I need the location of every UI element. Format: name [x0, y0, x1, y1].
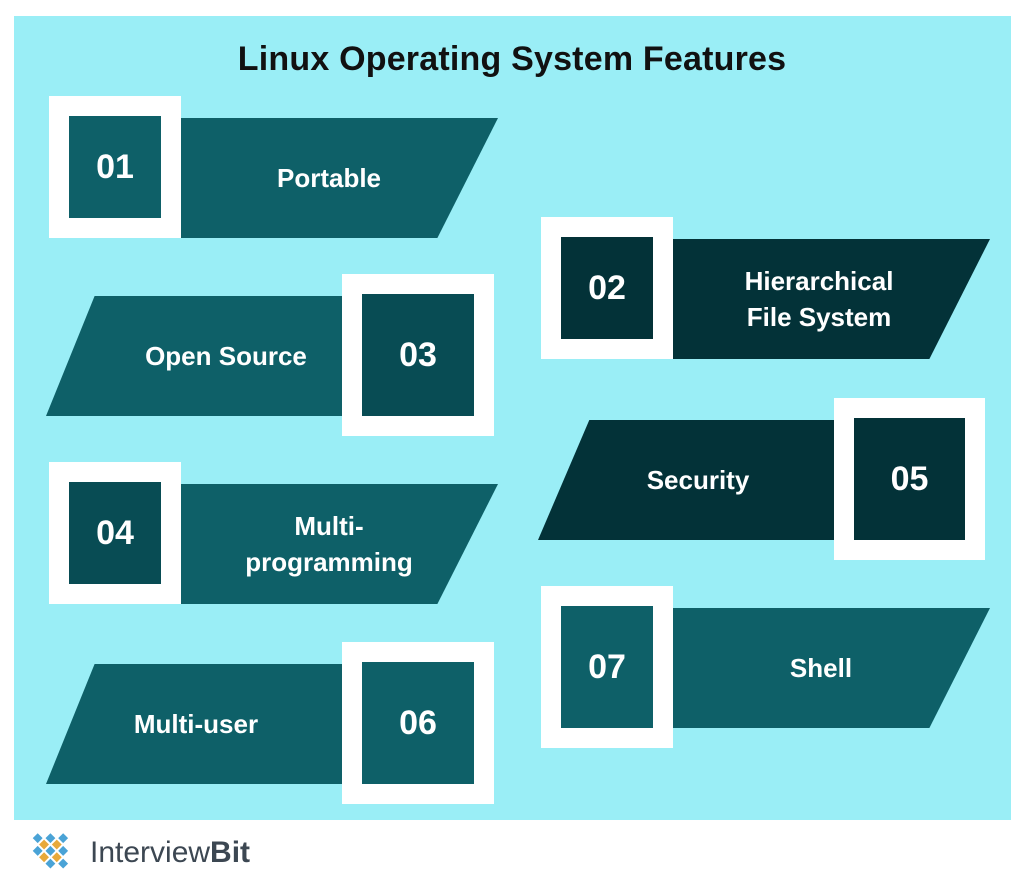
feature-number-box: 05	[834, 398, 985, 560]
feature-number-box: 02	[541, 217, 673, 359]
feature-number-box: 06	[342, 642, 494, 804]
diamond-grid-logo-icon	[32, 833, 69, 869]
feature-card-hierarchical-file-system: Hierarchical File System 02	[541, 217, 1001, 379]
feature-label: Hierarchical File System	[744, 265, 894, 332]
feature-card-open-source: Open Source 03	[46, 274, 506, 436]
feature-label: Multi-user	[133, 708, 259, 739]
feature-number: 05	[890, 459, 929, 498]
brand-name: InterviewBit	[90, 836, 250, 870]
feature-card-multi-programming: Multi-programming 04	[49, 462, 509, 624]
feature-number-box: 01	[49, 96, 181, 238]
brand-name-part1: Interview	[90, 836, 211, 869]
feature-number: 03	[399, 335, 437, 374]
feature-number: 04	[96, 513, 134, 552]
feature-label: Open Source	[145, 340, 307, 371]
feature-number: 01	[96, 147, 134, 186]
feature-card-shell: Shell 07	[541, 586, 1001, 748]
feature-label: Security	[646, 464, 750, 495]
feature-card-multi-user: Multi-user 06	[46, 642, 506, 804]
feature-label: Multi-programming	[245, 510, 413, 577]
brand-logo: InterviewBit	[14, 832, 250, 874]
feature-number: 06	[399, 703, 437, 742]
feature-label: Portable	[276, 162, 382, 193]
feature-label: Shell	[789, 652, 853, 683]
feature-number-box: 03	[342, 274, 494, 436]
feature-number: 07	[588, 647, 626, 686]
feature-card-portable: Portable 01	[49, 96, 509, 258]
feature-number: 02	[588, 268, 626, 307]
feature-card-security: Security 05	[538, 398, 998, 560]
feature-number-box: 07	[541, 586, 673, 748]
diagram-title: Linux Operating System Features	[237, 40, 787, 78]
feature-number-box: 04	[49, 462, 181, 604]
brand-name-part2: Bit	[210, 836, 251, 869]
